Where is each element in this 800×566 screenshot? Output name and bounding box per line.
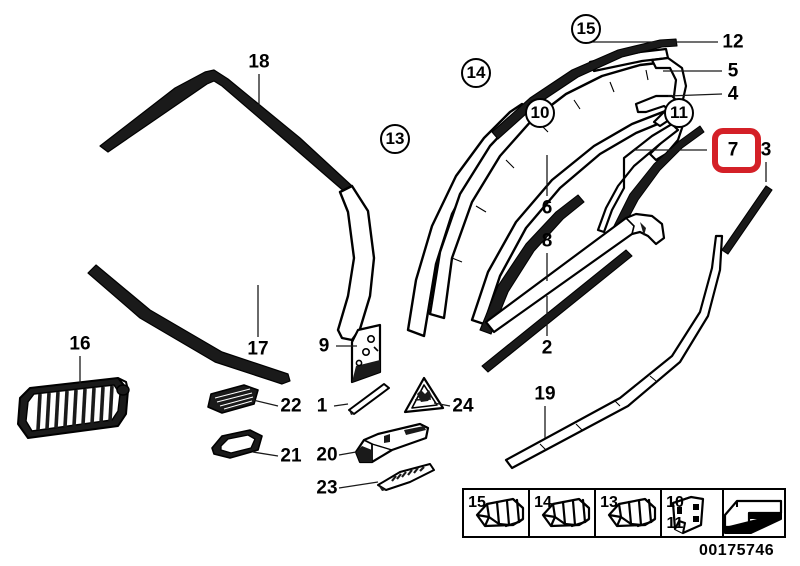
callout-label-5: 5 — [727, 60, 739, 82]
windshield-seal-assembly — [87, 69, 376, 385]
circled-callout-14: 14 — [461, 58, 491, 88]
legend-label-13: 13 — [600, 494, 618, 511]
callout-label-3: 3 — [760, 139, 772, 161]
callout-label-23: 23 — [316, 477, 338, 499]
callout-label-16: 16 — [69, 333, 91, 355]
leader-line-21 — [252, 451, 279, 457]
kidney-grille-shape — [17, 377, 130, 439]
callout-label-8: 8 — [541, 230, 553, 252]
door-belt-mouldings — [481, 212, 724, 470]
callout-label-19: 19 — [534, 383, 556, 405]
callout-label-1: 1 — [316, 395, 328, 417]
callout-label-24: 24 — [452, 395, 474, 417]
part-number-text: 00175746 — [699, 542, 775, 559]
circled-callout-13: 13 — [380, 124, 410, 154]
leader-line-20 — [338, 451, 357, 456]
circled-callout-11: 11 — [664, 98, 694, 128]
circled-callout-15: 15 — [571, 14, 601, 44]
callout-label-2: 2 — [541, 337, 553, 359]
callout-label-18: 18 — [248, 51, 270, 73]
legend-label-10: 10 — [666, 494, 684, 511]
leader-line-24 — [433, 402, 451, 407]
leader-line-23 — [338, 481, 379, 489]
circled-callout-10: 10 — [525, 98, 555, 128]
callout-label-7: 7 — [727, 139, 739, 161]
legend-label-15: 15 — [468, 494, 486, 511]
callout-label-22: 22 — [280, 395, 302, 417]
leader-line-22 — [252, 399, 279, 407]
callout-label-12: 12 — [722, 31, 744, 53]
callout-label-6: 6 — [541, 197, 553, 219]
callout-label-21: 21 — [280, 445, 302, 467]
leader-line-1 — [333, 403, 349, 407]
legend-frame — [462, 488, 786, 538]
roof-and-window-mouldings — [406, 38, 773, 338]
legend-label-14: 14 — [534, 494, 552, 511]
leader-lines — [79, 41, 767, 489]
small-parts — [17, 323, 445, 491]
callout-label-9: 9 — [318, 335, 330, 357]
legend-label-11: 11 — [666, 515, 684, 532]
leader-line-4 — [667, 93, 723, 97]
callout-label-20: 20 — [316, 444, 338, 466]
callout-label-4: 4 — [727, 83, 739, 105]
callout-label-17: 17 — [247, 338, 269, 360]
